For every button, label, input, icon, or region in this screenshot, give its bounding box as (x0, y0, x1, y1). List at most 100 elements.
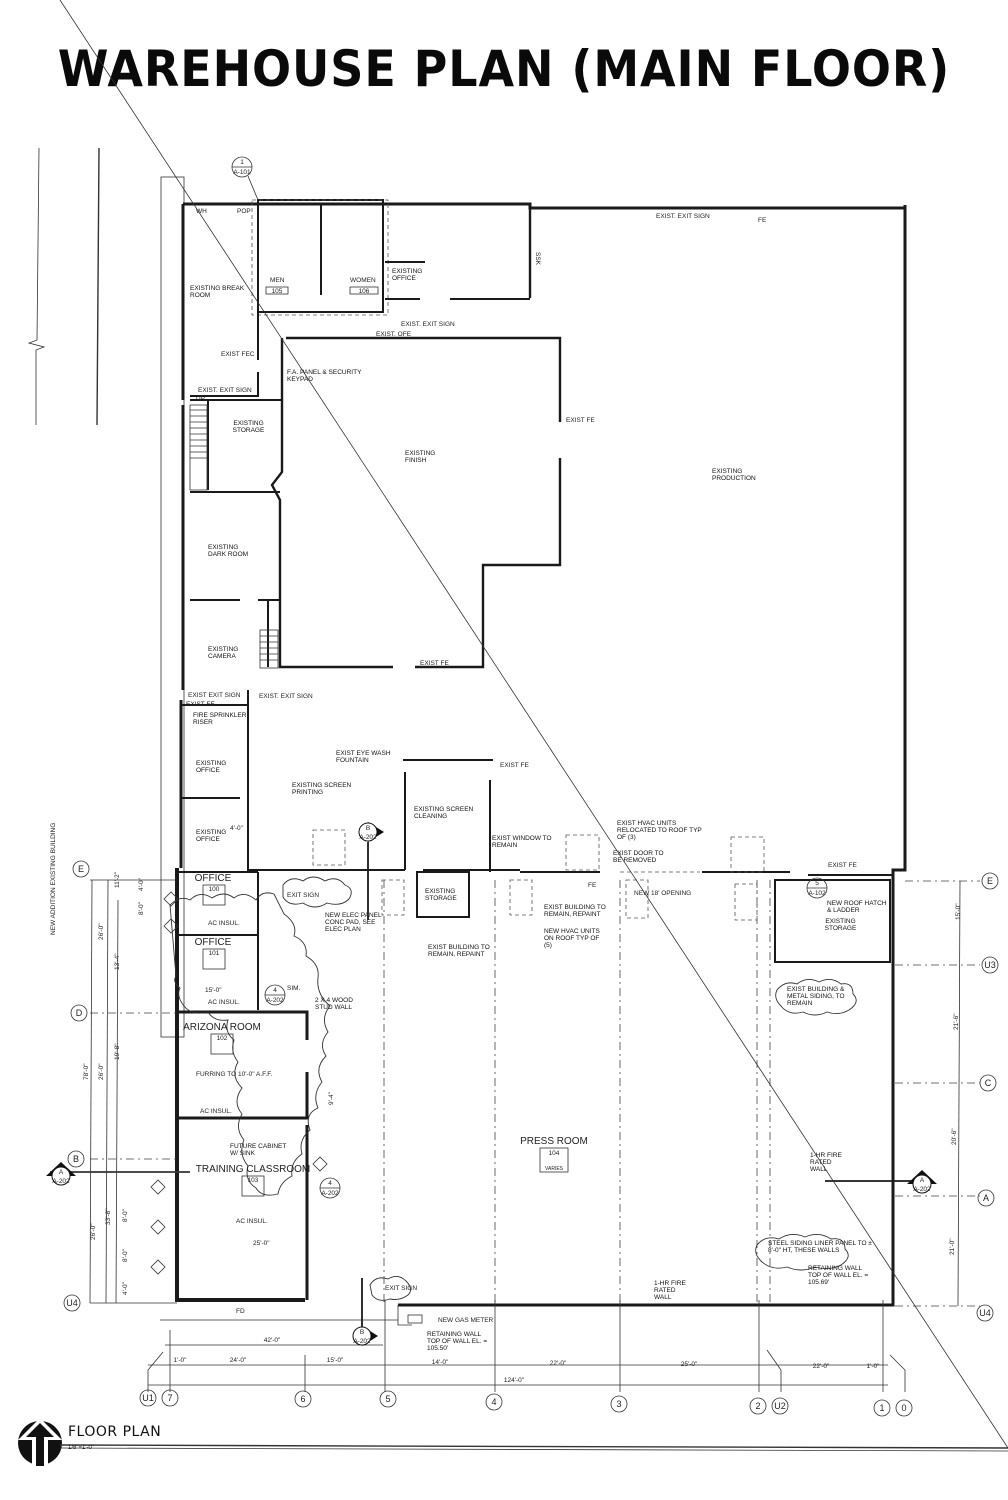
svg-text:14'-0": 14'-0" (432, 1359, 449, 1366)
svg-text:A-202: A-202 (913, 1186, 931, 1193)
north-arrow-icon (18, 0, 1008, 1468)
room-screen-cleaning: EXISTING SCREEN CLEANING (414, 806, 474, 820)
svg-text:104: 104 (549, 1150, 560, 1157)
svg-text:25'-0": 25'-0" (253, 1240, 270, 1247)
svg-text:124'-0": 124'-0" (504, 1377, 525, 1384)
svg-text:19'-8": 19'-8" (114, 1043, 121, 1060)
svg-text:WH: WH (196, 208, 207, 215)
room-existing-finish: EXISTING FINISH (405, 450, 436, 464)
grid-label: A (983, 1193, 989, 1203)
svg-text:4'-0": 4'-0" (138, 877, 145, 891)
grid-label: 6 (300, 1394, 305, 1404)
svg-text:A: A (59, 1169, 64, 1176)
svg-text:A-202: A-202 (359, 834, 377, 841)
svg-text:EXIST FEC: EXIST FEC (221, 351, 255, 358)
room-labels: EXISTING BREAK ROOM MEN WOMEN 105 106 EX… (183, 268, 857, 1197)
grid-label: 5 (385, 1394, 390, 1404)
svg-text:EXIST. EXIT SIGN: EXIST. EXIT SIGN (198, 387, 252, 394)
stair-top (189, 404, 208, 491)
svg-text:EXIT SIGN: EXIT SIGN (385, 1285, 417, 1292)
svg-text:1'-0": 1'-0" (867, 1363, 881, 1370)
grid-label: 2 (755, 1401, 760, 1411)
svg-text:21'-6": 21'-6" (953, 1013, 960, 1030)
column-lines (383, 880, 771, 1305)
svg-text:100: 100 (209, 886, 220, 893)
grid-label: U4 (66, 1298, 78, 1308)
grid-label: 1 (879, 1403, 884, 1413)
svg-text:102: 102 (217, 1035, 228, 1042)
room-existing-storage-right: EXISTING STORAGE (824, 918, 857, 932)
grid-label: 3 (616, 1399, 621, 1409)
svg-text:A-202: A-202 (321, 1190, 339, 1197)
svg-text:EXIST. EXIT SIGN: EXIST. EXIT SIGN (401, 321, 455, 328)
svg-text:26'-0": 26'-0" (98, 923, 105, 940)
svg-text:103: 103 (248, 1177, 259, 1184)
window-tags (150, 891, 328, 1275)
svg-text:EXIST. EXIT SIGN: EXIST. EXIT SIGN (259, 693, 313, 700)
room-existing-office-top: EXISTING OFFICE (392, 268, 423, 282)
svg-text:FD: FD (236, 1308, 245, 1315)
svg-text:AC INSUL.: AC INSUL. (208, 999, 240, 1006)
svg-text:4: 4 (273, 987, 277, 994)
svg-text:21'-0": 21'-0" (949, 1238, 956, 1255)
svg-text:11'-2": 11'-2" (114, 871, 121, 888)
room-existing-dark-room: EXISTING DARK ROOM (208, 544, 249, 558)
grid-label: D (76, 1008, 83, 1018)
svg-text:B: B (366, 825, 370, 832)
hvac-units (312, 829, 765, 921)
svg-text:101: 101 (209, 950, 220, 957)
room-men: MEN (270, 277, 285, 284)
svg-text:A-202: A-202 (353, 1338, 371, 1345)
room-press-room: PRESS ROOM (520, 1136, 588, 1147)
room-existing-office-1: EXISTING OFFICE (196, 760, 227, 774)
svg-text:EXIST. OFE: EXIST. OFE (376, 331, 412, 338)
grid-label: 7 (167, 1393, 172, 1403)
room-existing-storage: EXISTING STORAGE (232, 420, 265, 434)
svg-text:13'-4": 13'-4" (114, 953, 121, 970)
room-existing-production: EXISTING PRODUCTION (712, 468, 756, 482)
svg-text:AC INSUL.: AC INSUL. (208, 920, 240, 927)
building-walls (160, 199, 907, 1326)
svg-text:A-101: A-101 (233, 169, 251, 176)
floor-plan-label: FLOOR PLAN (68, 1424, 162, 1440)
svg-text:NEW GAS METER: NEW GAS METER (438, 1317, 494, 1324)
svg-text:4'-0": 4'-0" (230, 825, 244, 832)
svg-text:SSK: SSK (534, 252, 541, 266)
svg-text:A-202: A-202 (266, 997, 284, 1004)
svg-text:VARIES: VARIES (545, 1166, 564, 1172)
svg-text:8'-0": 8'-0" (122, 1248, 129, 1262)
revision-clouds (169, 876, 857, 1301)
grid-label: U3 (984, 960, 996, 970)
svg-text:EXIST FE: EXIST FE (500, 762, 529, 769)
svg-text:24'-0": 24'-0" (230, 1357, 247, 1364)
svg-text:UP: UP (196, 395, 205, 402)
svg-text:105: 105 (272, 288, 283, 295)
grid-bubbles: E U3 C A U4 E D B U4 U1 7 6 5 4 3 2 U2 1… (63, 860, 999, 1417)
svg-text:FE: FE (588, 882, 597, 889)
drawing-title: WAREHOUSE PLAN (MAIN FLOOR) (57, 40, 951, 98)
svg-text:22'-0": 22'-0" (550, 1360, 567, 1367)
svg-text:EXIST FE: EXIST FE (186, 701, 215, 708)
grid-label: U4 (979, 1308, 991, 1318)
grid-label: B (73, 1154, 79, 1164)
svg-text:EXIST FE: EXIST FE (566, 417, 595, 424)
svg-text:106: 106 (359, 288, 370, 295)
room-office-101: OFFICE (195, 937, 232, 948)
svg-text:AC INSUL.: AC INSUL. (200, 1108, 232, 1115)
svg-text:4'-0": 4'-0" (122, 1281, 129, 1295)
svg-text:4: 4 (328, 1180, 332, 1187)
svg-text:AC INSUL.: AC INSUL. (236, 1218, 268, 1225)
svg-text:EXIST FE: EXIST FE (420, 660, 449, 667)
room-existing-office-2: EXISTING OFFICE (196, 829, 227, 843)
stair-bottom (259, 629, 279, 669)
section-markers: 1 A-101 B A-202 B A-202 A A-202 A A-202 … (46, 156, 937, 1346)
grid-label: C (985, 1078, 992, 1088)
svg-text:33'-8": 33'-8" (105, 1208, 112, 1225)
grid-label: U1 (142, 1393, 154, 1403)
svg-text:A-102: A-102 (808, 890, 826, 897)
svg-text:B: B (360, 1329, 364, 1336)
svg-text:20'-6": 20'-6" (951, 1128, 958, 1145)
svg-text:EXIST. EXIT SIGN: EXIST. EXIT SIGN (656, 213, 710, 220)
grid-lines-left (50, 879, 190, 1304)
